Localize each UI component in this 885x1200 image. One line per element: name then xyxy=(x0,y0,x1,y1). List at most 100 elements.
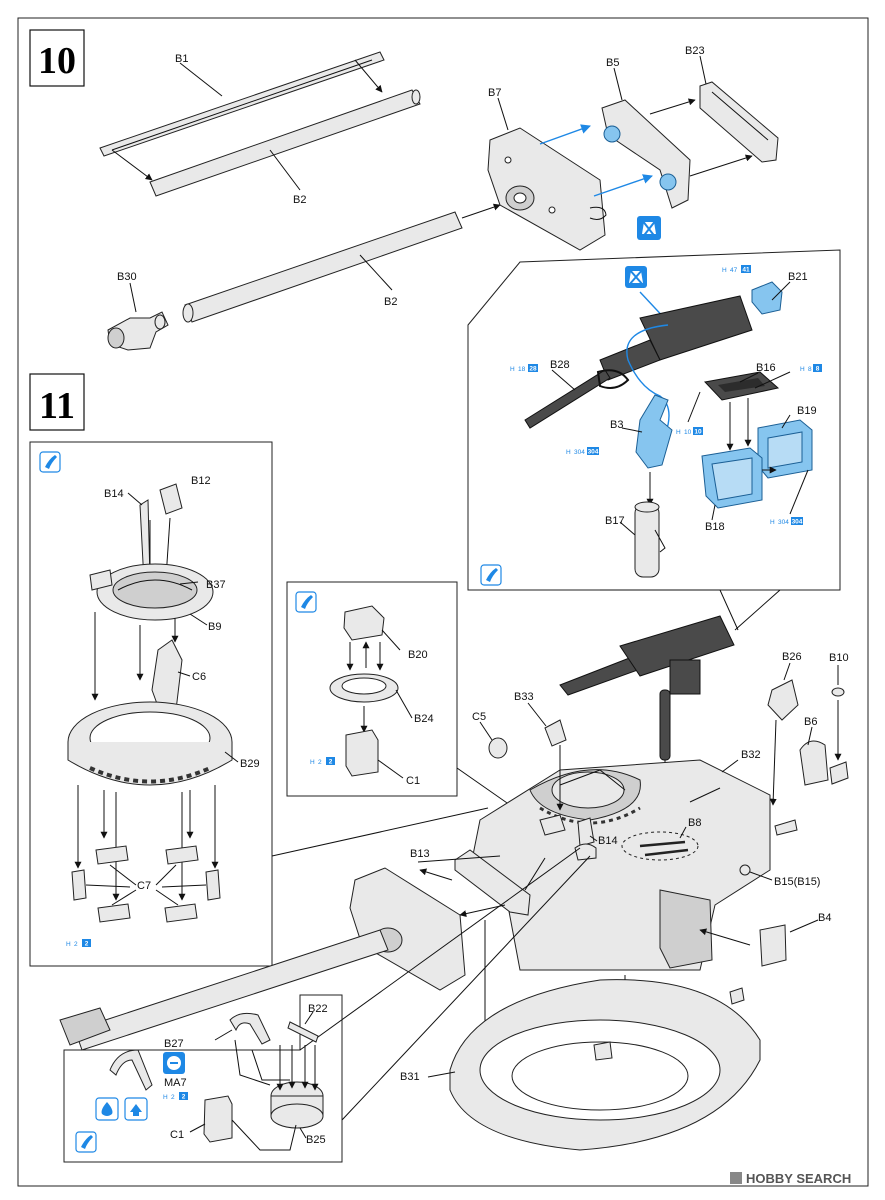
svg-text:2: 2 xyxy=(318,759,322,766)
turret-b13 xyxy=(454,849,531,916)
label-b37: B37 xyxy=(206,579,226,591)
label-b21: B21 xyxy=(788,271,808,283)
part-c1-hatch xyxy=(203,1095,233,1143)
paint-code-h47: H 47 41 xyxy=(722,265,751,274)
paint-code-h10: H 10 10 xyxy=(676,427,703,436)
label-b16: B16 xyxy=(756,362,776,374)
svg-text:8: 8 xyxy=(808,366,812,373)
label-b5: B5 xyxy=(606,57,619,69)
turret-assembly: B33 C5 B26 B10 B6 B32 B8 B14 B13 B15(B15… xyxy=(59,615,849,1151)
label-b33: B33 xyxy=(514,691,534,703)
svg-text:H: H xyxy=(676,429,681,436)
part-b1 xyxy=(99,51,385,157)
part-b18 xyxy=(701,447,763,509)
page-border xyxy=(17,17,869,1187)
turret-main-gun xyxy=(74,929,389,1051)
part-b33 xyxy=(544,719,567,747)
do-not-cement-icon xyxy=(637,216,661,240)
periscope-inset-box xyxy=(286,581,458,797)
mg-inset-connector xyxy=(600,589,781,631)
cupola-inset: B14 B12 B37 B9 C6 B29 C7 H 2 2 xyxy=(29,441,273,967)
svg-text:2: 2 xyxy=(182,1094,186,1101)
label-b24: B24 xyxy=(414,713,434,725)
part-b2-upper xyxy=(149,89,421,197)
mg-inset: B21 B28 B16 B19 B3 B18 B17 H 47 41 H 18 … xyxy=(467,249,841,591)
svg-text:2: 2 xyxy=(329,759,333,766)
part-b19 xyxy=(757,419,813,479)
part-b9-hatch xyxy=(89,563,214,621)
label-b9: B9 xyxy=(208,621,221,633)
step-10: 10 xyxy=(29,29,779,351)
label-b31: B31 xyxy=(400,1071,420,1083)
label-b27: B27 xyxy=(164,1038,184,1050)
parts-c7 xyxy=(71,845,221,923)
step-10-number: 10 xyxy=(38,40,76,82)
part-b5 xyxy=(601,99,691,209)
svg-text:8: 8 xyxy=(816,366,820,373)
svg-text:10: 10 xyxy=(684,429,692,436)
part-b27-b xyxy=(229,1012,271,1045)
svg-text:18: 18 xyxy=(518,366,526,373)
svg-text:H: H xyxy=(310,759,315,766)
paint-code-h2-hatch: H 2 2 xyxy=(163,1092,188,1101)
part-b10 xyxy=(831,687,845,697)
watermark: HOBBY SEARCH xyxy=(730,1171,851,1186)
paint-icon xyxy=(39,451,61,473)
svg-text:H: H xyxy=(510,366,515,373)
label-c6: C6 xyxy=(192,671,206,683)
label-b17: B17 xyxy=(605,515,625,527)
label-b18: B18 xyxy=(705,521,725,533)
cement-icon xyxy=(95,1097,119,1121)
svg-text:10: 10 xyxy=(694,429,702,436)
part-c6 xyxy=(151,639,183,713)
paint-code-h8: H 8 8 xyxy=(800,364,822,373)
turret-rear-panel xyxy=(659,889,713,969)
paint-icon xyxy=(480,564,502,586)
label-b12: B12 xyxy=(191,475,211,487)
label-b13: B13 xyxy=(410,848,430,860)
label-b4: B4 xyxy=(818,912,831,924)
label-b6: B6 xyxy=(804,716,817,728)
paint-code-h18: H 18 28 xyxy=(510,364,538,373)
part-b2-lower xyxy=(182,211,463,323)
label-b2-lower: B2 xyxy=(384,296,397,308)
part-b4 xyxy=(759,924,787,967)
paint-code-h2-c1: H 2 2 xyxy=(310,757,335,766)
label-c5: C5 xyxy=(472,711,486,723)
svg-text:304: 304 xyxy=(588,449,599,456)
label-b22: B22 xyxy=(308,1003,328,1015)
step-11-box xyxy=(29,373,85,431)
part-b28-machine-gun xyxy=(524,295,753,429)
label-c7: C7 xyxy=(137,880,151,892)
label-b8: B8 xyxy=(688,817,701,829)
svg-text:304: 304 xyxy=(792,519,803,526)
label-b3: B3 xyxy=(610,419,623,431)
turret-mantlet xyxy=(349,867,466,991)
turret-mg-ammo-box xyxy=(669,659,701,695)
label-b7: B7 xyxy=(488,87,501,99)
paint-icon xyxy=(75,1131,97,1153)
svg-text:304: 304 xyxy=(574,449,585,456)
part-b12 xyxy=(159,483,183,515)
part-b17-pintle xyxy=(634,501,666,578)
part-b27-a xyxy=(109,1049,153,1091)
svg-text:H: H xyxy=(722,267,727,274)
label-b14-inset: B14 xyxy=(104,488,124,500)
label-b26: B26 xyxy=(782,651,802,663)
part-b14-turret xyxy=(577,817,595,847)
step-11: 11 xyxy=(29,373,85,431)
svg-text:H: H xyxy=(66,941,71,948)
paint-icon xyxy=(295,591,317,613)
label-b30: B30 xyxy=(117,271,137,283)
label-ma7: MA7 xyxy=(164,1077,187,1089)
part-b24 xyxy=(329,673,399,703)
drill-icon xyxy=(163,1052,185,1074)
svg-text:H: H xyxy=(770,519,775,526)
part-b20 xyxy=(343,605,385,641)
mg-inset-box xyxy=(467,249,841,591)
paint-code-h304-b19: H 304 304 xyxy=(770,517,803,526)
turret-b8-area xyxy=(621,831,699,861)
part-c1-periscope xyxy=(345,729,379,777)
part-b23 xyxy=(699,81,779,163)
